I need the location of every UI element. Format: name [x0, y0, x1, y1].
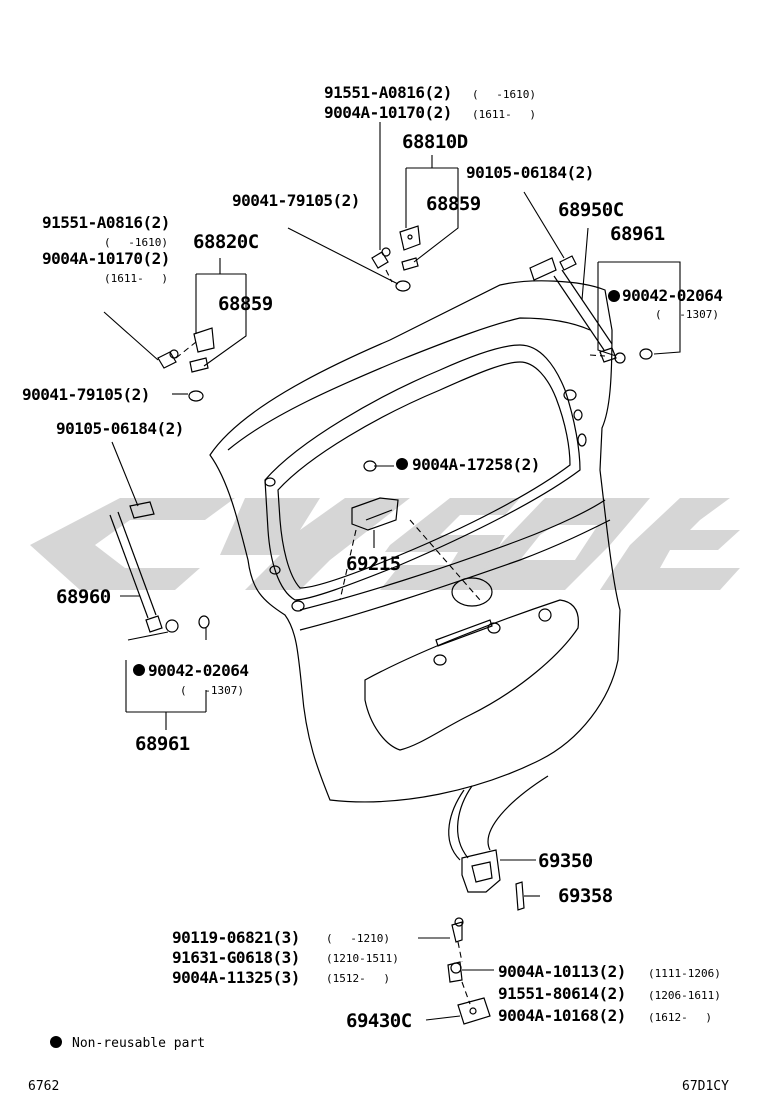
bolt-left-icon: [157, 349, 179, 369]
non-reusable-bullet-icon: [396, 458, 408, 470]
label-91631-g0618: 91631-G0618(3): [172, 948, 300, 967]
latch-69350: [448, 775, 549, 893]
stay-left-68960: [109, 501, 163, 633]
back-door-panel: [209, 280, 621, 803]
label-69358: 69358: [558, 885, 613, 907]
label-91551-80614-range: (1206-1611): [648, 989, 721, 1002]
label-68859-left: 68859: [218, 293, 273, 315]
label-9004a-10170-top: 9004A-10170(2): [324, 103, 452, 122]
label-91551-a0816-left: 91551-A0816(2): [42, 213, 170, 232]
label-9004a-11325: 9004A-11325(3): [172, 968, 300, 987]
stay-right-68950C: [529, 255, 617, 363]
label-68961-top: 68961: [610, 223, 665, 245]
label-91551-a0816-left-range: ( -1610): [104, 236, 168, 249]
label-90105-06184-left: 90105-06184(2): [56, 419, 184, 438]
label-90119-06821: 90119-06821(3): [172, 928, 300, 947]
label-90042-02064-left: 90042-02064: [148, 661, 248, 680]
legend-bullet-icon: [50, 1036, 62, 1048]
watermark-logo: [30, 498, 740, 590]
cover-69358: [515, 881, 525, 911]
label-90041-79105-top: 90041-79105(2): [232, 191, 360, 210]
footer-left-code: 6762: [28, 1079, 59, 1094]
label-69430c: 69430C: [346, 1010, 412, 1032]
bolt-top-icon: [371, 247, 391, 269]
label-9004a-11325-range: (1512- ): [326, 972, 390, 985]
striker-bolt-icon: [447, 961, 463, 983]
label-91631-g0618-range: (1210-1511): [326, 952, 399, 965]
label-68950c: 68950C: [558, 199, 624, 221]
label-90105-06184-top: 90105-06184(2): [466, 163, 594, 182]
hinge-left-68820C: [189, 327, 215, 373]
label-90042-02064-top-range: ( -1307): [655, 308, 719, 321]
label-9004a-10168: 9004A-10168(2): [498, 1006, 626, 1025]
label-90042-02064-left-range: ( -1307): [180, 684, 244, 697]
leader-lines: [103, 122, 681, 1021]
part-labels: 91551-A0816(2) ( -1610) 9004A-10170(2) (…: [22, 83, 723, 1032]
non-reusable-bullet-icon: [133, 664, 145, 676]
label-91551-a0816-top-range: ( -1610): [472, 88, 536, 101]
label-9004a-10113-range: (1111-1206): [648, 967, 721, 980]
label-9004a-10170-top-range: (1611- ): [472, 108, 536, 121]
label-9004a-10170-left-range: (1611- ): [104, 272, 168, 285]
label-9004a-10170-left: 9004A-10170(2): [42, 249, 170, 268]
label-68810d: 68810D: [402, 131, 468, 153]
hinge-right-68810D: [399, 225, 421, 271]
label-69350: 69350: [538, 850, 593, 872]
washer-left-icon: [188, 390, 204, 402]
stud-left-icon: [165, 615, 210, 633]
footer-right-code: 67D1CY: [682, 1079, 729, 1094]
label-69215: 69215: [346, 553, 401, 575]
label-68961-left: 68961: [135, 733, 190, 755]
handle-switch-69215: [351, 497, 399, 531]
label-68859-top: 68859: [426, 193, 481, 215]
legend-text: Non-reusable part: [72, 1036, 205, 1051]
washer-top-icon: [395, 280, 411, 292]
bolt-latch-icon: [451, 917, 464, 943]
label-68820c: 68820C: [193, 231, 259, 253]
striker-69430C: [457, 997, 491, 1025]
label-9004a-10168-range: (1612- ): [648, 1011, 712, 1024]
label-90119-06821-range: ( -1210): [326, 932, 390, 945]
label-90041-79105-left: 90041-79105(2): [22, 385, 150, 404]
label-9004a-10113: 9004A-10113(2): [498, 962, 626, 981]
label-68960: 68960: [56, 586, 111, 608]
label-91551-a0816-top: 91551-A0816(2): [324, 83, 452, 102]
stud-right-icon: [614, 348, 653, 364]
non-reusable-bullet-icon: [608, 290, 620, 302]
label-9004a-17258: 9004A-17258(2): [412, 455, 540, 474]
dashed-assembly-lines: [175, 269, 606, 1005]
label-91551-80614: 91551-80614(2): [498, 984, 626, 1003]
label-90042-02064-top: 90042-02064: [622, 286, 722, 305]
